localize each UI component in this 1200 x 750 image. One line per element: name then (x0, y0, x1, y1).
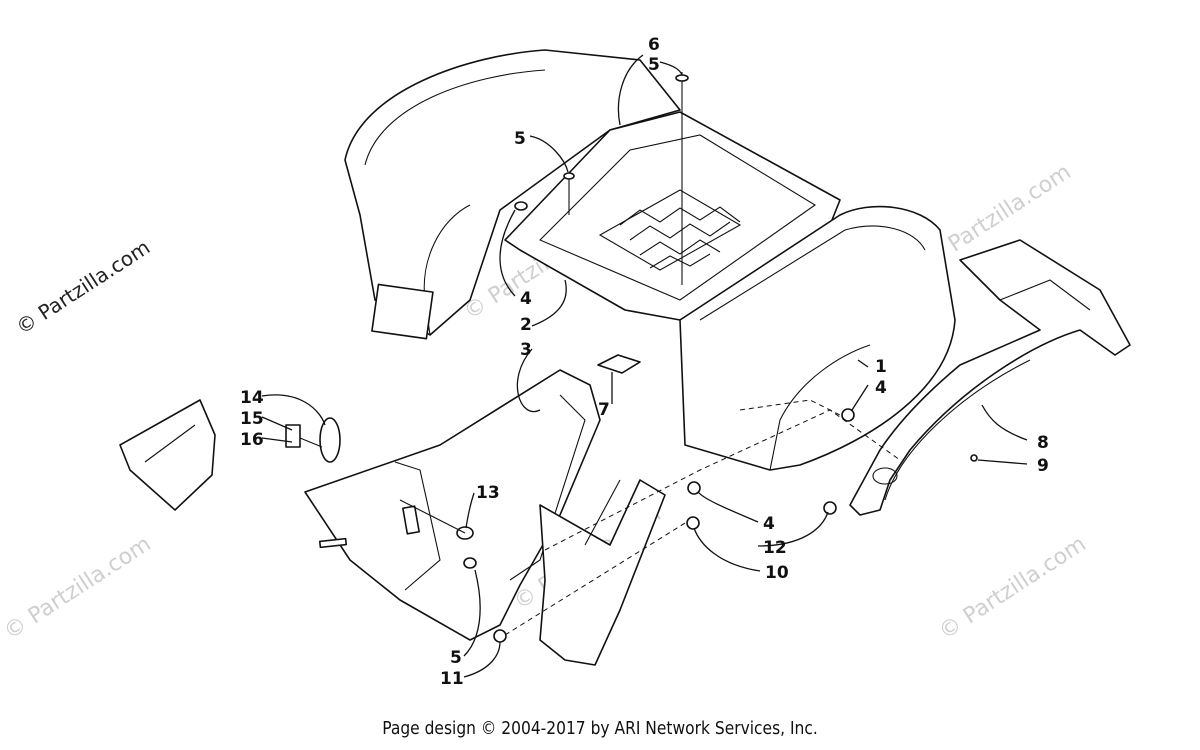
clip-strap (285, 417, 341, 463)
watermark-faint: © Partzilla.com (935, 532, 1091, 645)
small-panel (119, 399, 216, 511)
callout-12: 12 (763, 538, 787, 558)
callout-7: 7 (598, 400, 610, 420)
callout-6: 6 (648, 35, 660, 55)
mud-flap (504, 409, 901, 666)
callout-10: 10 (765, 563, 789, 583)
callout-3: 3 (520, 340, 532, 360)
callout-15: 15 (240, 409, 264, 429)
callout-4: 4 (520, 289, 532, 309)
callout-2: 2 (520, 315, 532, 335)
leader-lines (261, 54, 1028, 678)
watermark-faint: © Partzilla.com (0, 532, 156, 645)
callout-4: 4 (763, 514, 775, 534)
callout-16: 16 (240, 430, 264, 450)
callout-11: 11 (440, 669, 464, 689)
copyright-footer: Page design © 2004-2017 by ARI Network S… (382, 718, 818, 739)
callout-14: 14 (240, 388, 264, 408)
watermark-side: © Partzilla.com (12, 235, 155, 339)
callout-5: 5 (514, 129, 526, 149)
callout-5: 5 (450, 648, 462, 668)
callout-labels: 6 5 5 4 2 3 1 4 7 14 15 16 13 8 9 4 12 1… (240, 35, 1049, 689)
callout-4: 4 (875, 378, 887, 398)
callout-9: 9 (1037, 456, 1049, 476)
bracket (597, 354, 641, 374)
callout-13: 13 (476, 483, 500, 503)
fasteners (399, 72, 978, 643)
callout-1: 1 (875, 357, 887, 377)
callout-8: 8 (1037, 433, 1049, 453)
fender-extension (849, 239, 1131, 516)
callout-5: 5 (648, 55, 660, 75)
rear-fender (344, 49, 956, 471)
